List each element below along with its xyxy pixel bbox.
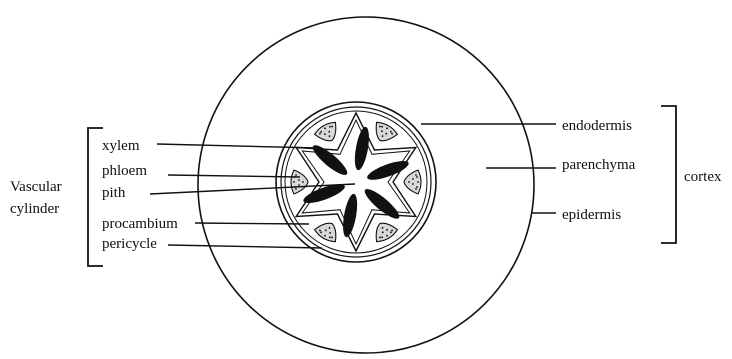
phloem-cell-dot (417, 181, 419, 183)
phloem-cell-dot (416, 186, 418, 188)
procambium-label: procambium (102, 216, 178, 232)
phloem-cell-dot (412, 178, 414, 180)
phloem-cell-dot (415, 174, 417, 176)
phloem-cell-dot (412, 183, 414, 185)
phloem-cell-dot (408, 181, 410, 183)
endodermis-label: endodermis (562, 118, 632, 134)
phloem-cell-dot (416, 176, 418, 178)
vascular-group-label-line1: Vascular (10, 179, 62, 195)
phloem-cell-dot (415, 188, 417, 190)
parenchyma-label: parenchyma (562, 157, 636, 173)
pith-label: pith (102, 185, 126, 201)
procambium-leader (195, 223, 309, 224)
phloem-label: phloem (102, 163, 147, 179)
phloem-cell-dot (298, 184, 300, 186)
xylem-label: xylem (102, 138, 140, 154)
cortex-group-label: cortex (684, 169, 722, 185)
phloem-cell-dot (295, 174, 297, 176)
phloem-cell-dot (302, 181, 304, 183)
phloem-cell-dot (293, 181, 295, 183)
cortex-brace (661, 106, 676, 243)
phloem-cell-dot (295, 188, 297, 190)
epidermis-label: epidermis (562, 207, 621, 223)
vascular-group-label-line2: cylinder (10, 201, 59, 217)
phloem-cell-dot (298, 179, 300, 181)
pericycle-label: pericycle (102, 236, 157, 252)
vascular-cylinder-brace (88, 128, 103, 266)
